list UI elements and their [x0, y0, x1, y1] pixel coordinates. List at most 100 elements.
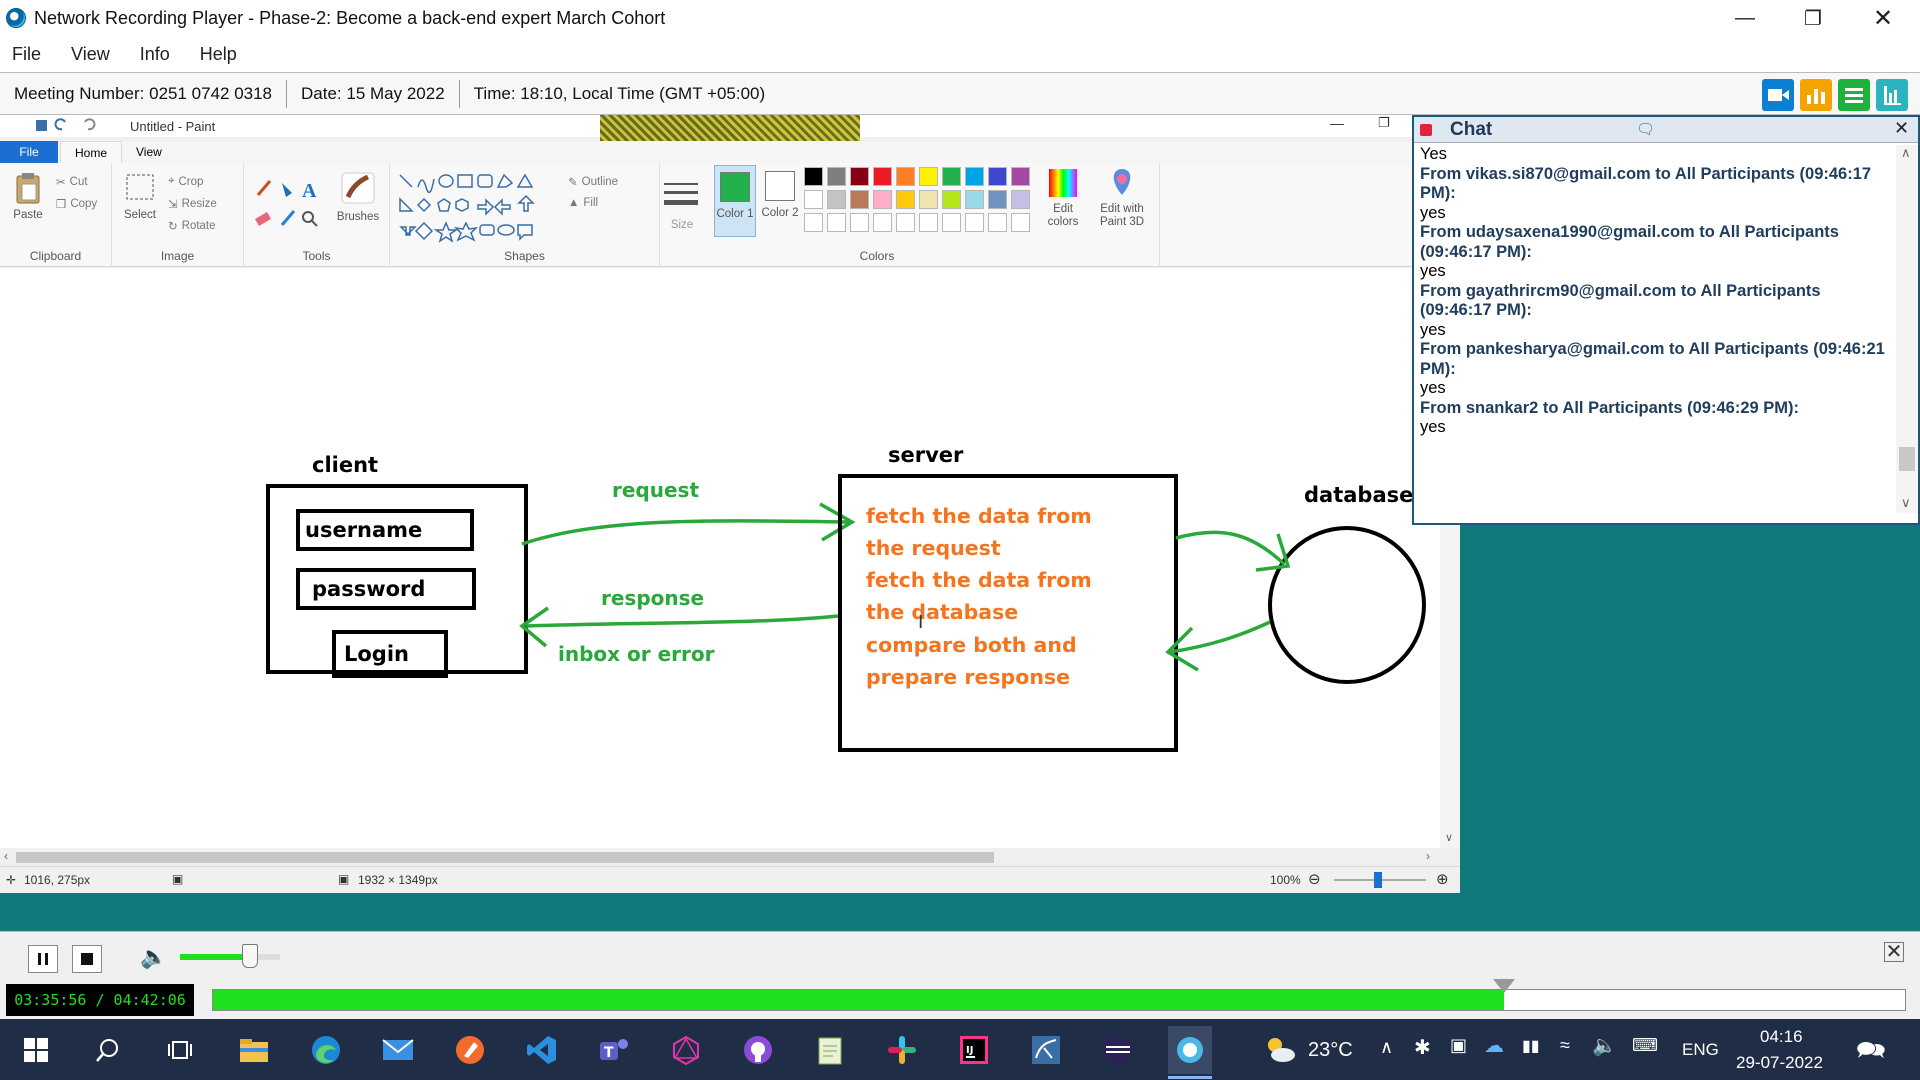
github-icon[interactable]: [740, 1032, 776, 1068]
battery-icon[interactable]: ▮▮: [1522, 1038, 1540, 1055]
palette-swatch[interactable]: [942, 213, 961, 232]
tray-app-icon[interactable]: ✱: [1414, 1037, 1431, 1059]
color1-button[interactable]: Color 1: [714, 165, 756, 237]
outline-button[interactable]: ✎Outline: [568, 176, 619, 189]
windows-start-icon[interactable]: [18, 1032, 54, 1068]
palette-swatch[interactable]: [942, 190, 961, 209]
hscroll-thumb[interactable]: [16, 852, 994, 863]
tab-view[interactable]: View: [136, 145, 162, 159]
search-icon[interactable]: [90, 1032, 126, 1068]
cut-button[interactable]: ✂Cut: [56, 176, 88, 189]
chat-close-icon[interactable]: ✕: [1894, 118, 1910, 138]
volume-thumb[interactable]: [242, 944, 258, 968]
palette-swatch[interactable]: [850, 167, 869, 186]
rotate-button[interactable]: ↻Rotate: [168, 220, 216, 233]
shapes-gallery[interactable]: [396, 171, 556, 243]
keyboard-icon[interactable]: ⌨: [1632, 1035, 1658, 1055]
palette-swatch[interactable]: [1011, 167, 1030, 186]
volume-slider[interactable]: [180, 944, 280, 968]
clock-time[interactable]: 04:16: [1760, 1027, 1803, 1046]
palette-swatch[interactable]: [850, 213, 869, 232]
video-icon[interactable]: [1762, 79, 1794, 111]
chat-scrollbar[interactable]: ∧ ∨: [1896, 145, 1918, 513]
canvas-hscroll[interactable]: ‹ ›: [0, 848, 1450, 866]
eclipse-icon[interactable]: [1100, 1032, 1136, 1068]
progress-track[interactable]: [212, 979, 1906, 1011]
palette-swatch[interactable]: [873, 190, 892, 209]
palette-swatch[interactable]: [1011, 190, 1030, 209]
stop-button[interactable]: [72, 945, 102, 973]
wifi-icon[interactable]: ≈: [1560, 1035, 1570, 1055]
palette-swatch[interactable]: [827, 190, 846, 209]
tab-home[interactable]: Home: [60, 141, 123, 163]
size-button[interactable]: Size: [660, 163, 704, 267]
palette-swatch[interactable]: [827, 167, 846, 186]
chat-scroll-up-icon[interactable]: ∧: [1901, 145, 1911, 160]
task-view-icon[interactable]: [162, 1032, 198, 1068]
vscode-icon[interactable]: [524, 1032, 560, 1068]
minimize-button[interactable]: —: [1735, 6, 1755, 29]
edit-paint3d-button[interactable]: Edit with Paint 3D: [1090, 167, 1154, 229]
palette-swatch[interactable]: [988, 190, 1007, 209]
clock-date[interactable]: 29-07-2022: [1736, 1053, 1823, 1072]
palette-swatch[interactable]: [919, 167, 938, 186]
mail-icon[interactable]: [380, 1032, 416, 1068]
paint-canvas[interactable]: client username password Login request r…: [0, 268, 1460, 848]
palette-swatch[interactable]: [965, 167, 984, 186]
menu-help[interactable]: Help: [199, 43, 237, 64]
paint-restore-icon[interactable]: ❐: [1378, 115, 1390, 130]
palette-swatch[interactable]: [804, 190, 823, 209]
notes-icon[interactable]: [1876, 79, 1908, 111]
pen-app-icon[interactable]: [452, 1032, 488, 1068]
camera-tray-icon[interactable]: ▣: [1450, 1035, 1468, 1055]
language-indicator[interactable]: ENG: [1682, 1040, 1719, 1059]
menu-info[interactable]: Info: [139, 43, 170, 64]
speaker-icon[interactable]: 🔈: [1592, 1035, 1617, 1057]
notification-icon[interactable]: 🗪: [1856, 1037, 1886, 1064]
chart-icon[interactable]: [1800, 79, 1832, 111]
volume-icon[interactable]: 🔈: [140, 944, 168, 969]
quick-access-toolbar-icon[interactable]: [0, 115, 100, 137]
palette-swatch[interactable]: [804, 213, 823, 232]
select-button[interactable]: Select: [120, 171, 160, 222]
palette-swatch[interactable]: [896, 213, 915, 232]
teams-icon[interactable]: T: [596, 1032, 632, 1068]
palette-swatch[interactable]: [896, 190, 915, 209]
palette-swatch[interactable]: [942, 167, 961, 186]
scroll-down-icon[interactable]: ∨: [1445, 832, 1454, 844]
chat-scroll-down-icon[interactable]: ∨: [1901, 495, 1911, 510]
onedrive-icon[interactable]: ☁: [1484, 1035, 1504, 1057]
mysql-workbench-icon[interactable]: [1028, 1032, 1064, 1068]
zoom-slider-thumb[interactable]: [1374, 872, 1383, 888]
zoom-in-icon[interactable]: ⊕: [1436, 871, 1449, 888]
intellij-icon[interactable]: IJ: [956, 1032, 992, 1068]
participants-icon[interactable]: [1838, 79, 1870, 111]
edge-browser-icon[interactable]: [308, 1032, 344, 1068]
file-explorer-icon[interactable]: [236, 1032, 272, 1068]
recording-player-taskbar-icon[interactable]: [1168, 1026, 1212, 1074]
palette-swatch[interactable]: [804, 167, 823, 186]
zoom-out-icon[interactable]: ⊖: [1308, 871, 1321, 888]
palette-swatch[interactable]: [988, 213, 1007, 232]
palette-swatch[interactable]: [827, 213, 846, 232]
menu-file[interactable]: File: [12, 43, 42, 64]
copy-button[interactable]: ❐Copy: [56, 198, 98, 211]
scroll-left-icon[interactable]: ‹: [4, 849, 8, 863]
palette-swatch[interactable]: [896, 167, 915, 186]
crop-button[interactable]: ⌖Crop: [168, 175, 204, 188]
close-player-icon[interactable]: ✕: [1884, 941, 1904, 963]
slack-icon[interactable]: [884, 1032, 920, 1068]
palette-swatch[interactable]: [873, 213, 892, 232]
menu-view[interactable]: View: [71, 43, 110, 64]
restore-button[interactable]: ❐: [1804, 7, 1822, 30]
brushes-button[interactable]: Brushes: [332, 169, 384, 224]
chat-scroll-thumb[interactable]: [1899, 447, 1915, 471]
palette-swatch[interactable]: [850, 190, 869, 209]
palette-swatch[interactable]: [1011, 213, 1030, 232]
pause-button[interactable]: [28, 945, 58, 973]
close-button[interactable]: ✕: [1872, 4, 1894, 32]
progress-thumb[interactable]: [1492, 979, 1515, 993]
tray-expand-icon[interactable]: ∧: [1380, 1037, 1394, 1057]
color2-button[interactable]: Color 2: [760, 165, 802, 237]
palette-swatch[interactable]: [873, 167, 892, 186]
